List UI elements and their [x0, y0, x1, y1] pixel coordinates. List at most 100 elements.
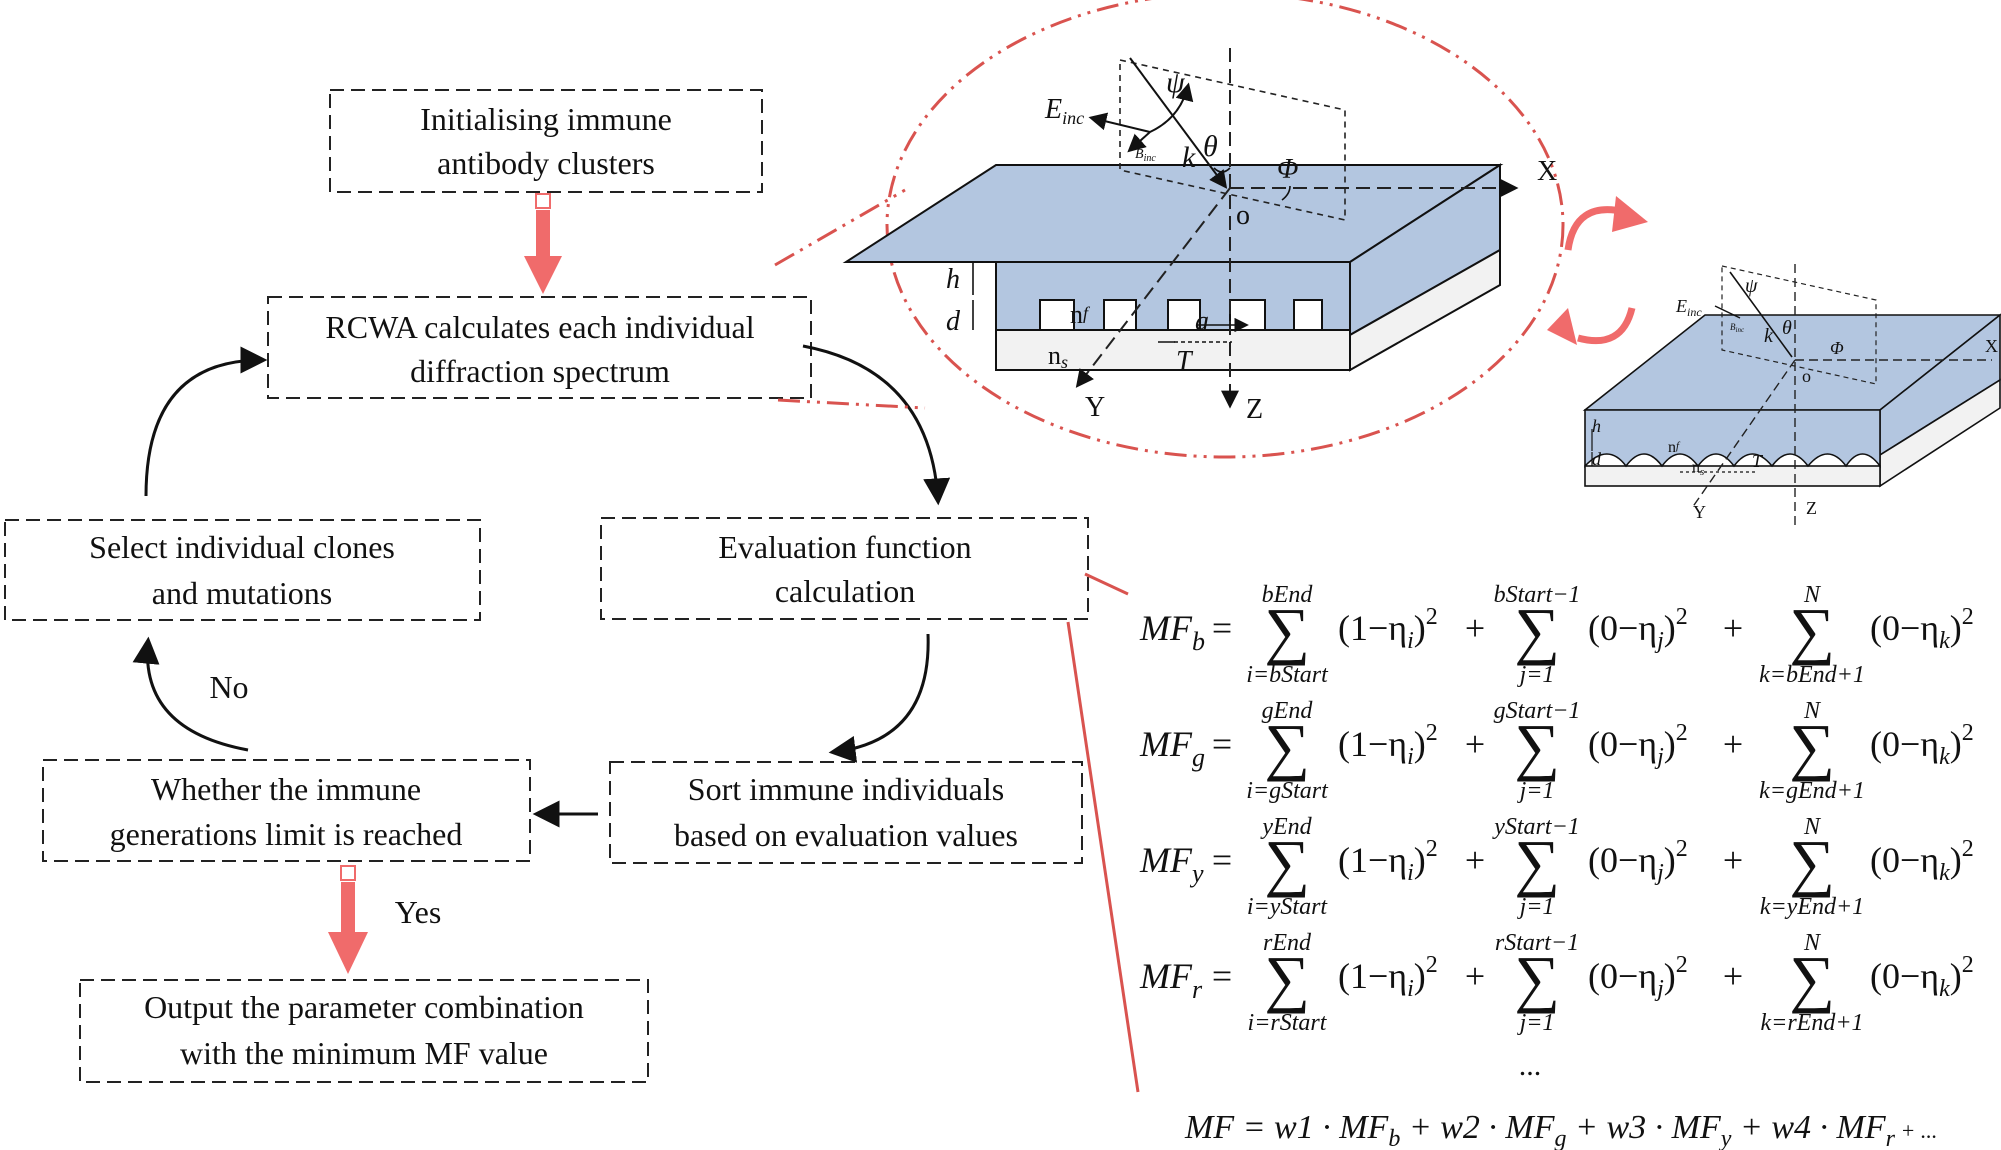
small-d-label: d [1592, 449, 1602, 469]
sum-term: (0−ηk)2 [1870, 604, 1974, 654]
equation-equals: = [1212, 840, 1232, 880]
evaluation-label-2: calculation [775, 573, 915, 609]
small-z-axis-label: Z [1806, 498, 1817, 518]
sum-symbol: ∑ [1514, 711, 1560, 782]
output-label-2: with the minimum MF value [180, 1035, 548, 1071]
small-einc-label: E [1675, 296, 1687, 316]
sum-lower-limit: i=bStart [1246, 662, 1329, 688]
equation-row: MFb=∑bEndi=bStart(1−ηi)2+∑bStart−1j=1(0−… [1139, 582, 1974, 688]
rcwa-box: RCWA calculates each individual diffract… [267, 296, 812, 399]
equation-lhs: MFr [1139, 956, 1203, 1004]
rcwa-label-2: diffraction spectrum [410, 353, 670, 389]
sum-upper-limit: yStart−1 [1492, 814, 1580, 840]
small-k-label: k [1764, 325, 1774, 347]
init-box: Initialising immune antibody clusters [329, 89, 763, 193]
sum-term: (0−ηk)2 [1870, 952, 1974, 1002]
rcwa-label-1: RCWA calculates each individual [325, 309, 754, 345]
small-ns-label: n [1692, 459, 1700, 476]
equation-row: MFg=∑gEndi=gStart(1−ηi)2+∑gStart−1j=1(0−… [1139, 698, 1974, 804]
sum-symbol: ∑ [1789, 827, 1835, 898]
x-axis-label: X [1537, 156, 1557, 187]
sum-lower-limit: k=rEnd+1 [1760, 1010, 1863, 1036]
grating-small: Einc Binc ψ θ k Φ o X Y Z h d T nf ns [1582, 264, 2001, 525]
sum-term: (0−ηk)2 [1870, 720, 1974, 770]
small-theta-label: θ [1782, 317, 1792, 339]
limit-label-2: generations limit is reached [110, 816, 463, 852]
select-label-2: and mutations [152, 575, 332, 611]
plus-sign: + [1465, 840, 1485, 880]
evaluation-box: Evaluation function calculation [600, 517, 1089, 620]
yes-label: Yes [395, 894, 442, 930]
plus-sign: + [1723, 840, 1743, 880]
k-label: k [1182, 141, 1196, 174]
sort-label-1: Sort immune individuals [688, 771, 1004, 807]
sum-symbol: ∑ [1514, 827, 1560, 898]
sum-lower-limit: j=1 [1517, 894, 1555, 920]
sum-symbol: ∑ [1789, 595, 1835, 666]
plus-sign: + [1465, 956, 1485, 996]
sum-upper-limit: bStart−1 [1494, 582, 1581, 608]
einc-label: E [1044, 94, 1062, 125]
sum-symbol: ∑ [1264, 827, 1310, 898]
sum-term: (0−ηj)2 [1588, 952, 1688, 1002]
equation-ellipsis: ... [1519, 1049, 1542, 1082]
sum-term: (0−ηj)2 [1588, 836, 1688, 886]
sum-term: (1−ηi)2 [1338, 836, 1438, 886]
sum-upper-limit: N [1803, 814, 1822, 840]
equation-row: MFr=∑rEndi=rStart(1−ηi)2+∑rStart−1j=1(0−… [1139, 930, 1974, 1036]
equation-final: MF = w1 · MFb + w2 · MFg + w3 · MFy + w4… [1184, 1109, 1937, 1150]
sum-symbol: ∑ [1514, 595, 1560, 666]
plus-sign: + [1723, 724, 1743, 764]
equation-lhs: MFg [1139, 724, 1205, 772]
svg-text:Einc: Einc [1044, 94, 1084, 128]
sum-term: (0−ηj)2 [1588, 604, 1688, 654]
sum-symbol: ∑ [1264, 711, 1310, 782]
sum-term: (1−ηi)2 [1338, 720, 1438, 770]
equation-lhs: MFb [1139, 608, 1205, 656]
nf-label: n [1070, 300, 1083, 329]
callout-ellipse [774, 0, 1565, 459]
sum-symbol: ∑ [1789, 943, 1835, 1014]
select-label-1: Select individual clones [89, 529, 395, 565]
svg-text:Binc: Binc [1135, 147, 1156, 164]
sum-lower-limit: k=yEnd+1 [1760, 894, 1864, 920]
arrow-select-to-rcwa [144, 346, 268, 497]
sum-lower-limit: i=rStart [1248, 1010, 1328, 1036]
origin-label: o [1236, 200, 1250, 231]
sum-lower-limit: j=1 [1517, 778, 1555, 804]
arrow-evaluation-to-sort [828, 633, 930, 763]
small-h-label: h [1592, 416, 1601, 436]
sum-term: (1−ηi)2 [1338, 604, 1438, 654]
sum-term: (1−ηi)2 [1338, 952, 1438, 1002]
limit-label-1: Whether the immune [151, 771, 421, 807]
output-label-1: Output the parameter combination [144, 989, 584, 1025]
equation-final-block: ... MF = w1 · MFb + w2 · MFg + w3 · MFy … [1184, 1049, 1937, 1150]
sum-upper-limit: rStart−1 [1495, 930, 1579, 956]
sum-symbol: ∑ [1514, 943, 1560, 1014]
d-label: d [946, 306, 961, 337]
arrow-limit-to-select [132, 636, 249, 752]
plus-sign: + [1465, 724, 1485, 764]
ns-label: n [1048, 341, 1061, 370]
plus-sign: + [1465, 608, 1485, 648]
small-psi-label: ψ [1745, 275, 1758, 297]
sum-upper-limit: rEnd [1263, 930, 1312, 956]
pink-arrow-init-to-rcwa [524, 193, 562, 294]
svg-text:ns: ns [1692, 459, 1704, 478]
sum-lower-limit: i=yStart [1247, 894, 1329, 920]
sum-upper-limit: gEnd [1262, 698, 1314, 724]
small-T-label: T [1752, 451, 1764, 471]
small-binc-label: B [1730, 322, 1736, 332]
no-label: No [209, 669, 248, 705]
sum-upper-limit: yEnd [1260, 814, 1312, 840]
limit-box: Whether the immune generations limit is … [42, 759, 531, 862]
grating-large: Einc Binc ψ θ k Φ o X Y Z h d a T nf ns [842, 48, 1557, 425]
sort-box: Sort immune individuals based on evaluat… [609, 761, 1083, 864]
equation-equals: = [1212, 956, 1232, 996]
sum-term: (0−ηj)2 [1588, 720, 1688, 770]
evaluation-label-1: Evaluation function [718, 529, 971, 565]
sum-symbol: ∑ [1264, 943, 1310, 1014]
small-y-axis-label: Y [1693, 502, 1706, 522]
sum-lower-limit: j=1 [1517, 1010, 1555, 1036]
